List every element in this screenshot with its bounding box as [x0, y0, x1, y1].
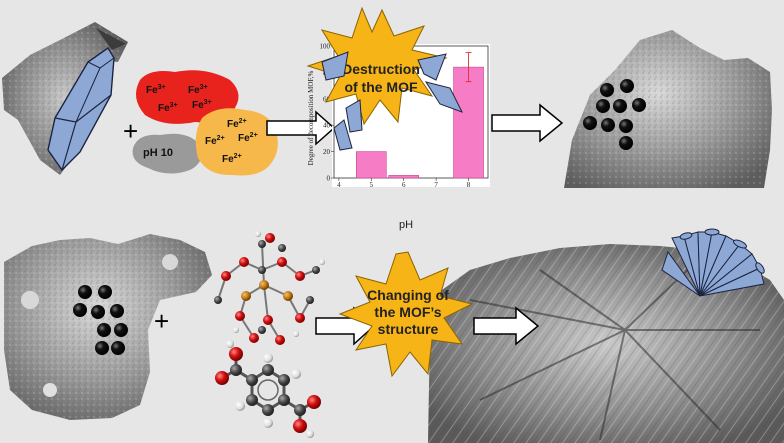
chart-y-tick-label: 40 — [323, 122, 331, 130]
nanoparticle — [601, 118, 615, 132]
fe2-charge: 2+ — [234, 153, 242, 160]
ph-value-label: pH 10 — [143, 147, 173, 159]
fe3-charge: 3+ — [170, 102, 178, 109]
fe3-ion-label: Fe — [146, 85, 158, 96]
nanoparticle — [95, 341, 109, 355]
sem-destroyed-mof-image — [564, 30, 772, 188]
nanoparticle — [91, 305, 105, 319]
nanoparticle — [98, 285, 112, 299]
fe3-ion-label: Fe — [158, 103, 170, 114]
plus-sign-top: + — [123, 116, 138, 146]
nanoparticle — [110, 304, 124, 318]
nanoparticle — [111, 341, 125, 355]
chart-x-tick-label: 8 — [467, 181, 471, 189]
chart-error-bar — [465, 52, 472, 83]
fe3-ion-blob: Fe3+ Fe3+ Fe3+ Fe3+ — [136, 70, 239, 124]
burst-destruction-line-2: of the MOF — [344, 79, 418, 95]
nanoparticle-cluster-top — [583, 79, 646, 150]
fe3-charge: 3+ — [204, 99, 212, 106]
svg-text:Fe2+: Fe2+ — [227, 118, 247, 130]
fe2-charge: 2+ — [239, 118, 247, 125]
svg-text:Fe2+: Fe2+ — [238, 132, 258, 144]
broken-crystal-shards — [321, 51, 464, 151]
plus-sign-bottom: + — [154, 306, 169, 336]
svg-text:Fe3+: Fe3+ — [146, 84, 166, 96]
fe2-charge: 2+ — [250, 132, 258, 139]
nanoparticle — [583, 116, 597, 130]
chart-x-tick-label: 5 — [370, 181, 374, 189]
chart-x-tick-label: 6 — [402, 181, 406, 189]
burst-destruction-line-1: Destruction — [342, 61, 420, 77]
burst-changing-line-3: structure — [378, 321, 439, 337]
burst-changing-line-1: Changing of — [367, 287, 449, 303]
svg-text:Fe3+: Fe3+ — [192, 99, 212, 111]
fe2-ion-blob: Fe2+ Fe2+ Fe2+ Fe2+ — [195, 108, 278, 176]
nanoparticle — [114, 323, 128, 337]
nanoparticle — [613, 99, 627, 113]
nanoparticle-cluster-bottom — [73, 285, 128, 355]
fe3-ion-label: Fe — [188, 85, 200, 96]
chart-y-tick-label: 60 — [323, 95, 331, 103]
chart-x-axis-title: pH — [399, 219, 413, 231]
fe3-charge: 3+ — [200, 84, 208, 91]
chart-bar — [453, 66, 484, 179]
nanoparticle — [97, 323, 111, 337]
nanoparticle — [600, 83, 614, 97]
chart-bar — [388, 175, 420, 179]
fe2-ion-label: Fe — [227, 119, 239, 130]
chart-y-axis-title: Degree of decomposition MOF,% — [307, 70, 315, 165]
nanoparticle — [632, 98, 646, 112]
svg-text:Fe3+: Fe3+ — [158, 102, 178, 114]
fe3-ion-label: Fe — [192, 100, 204, 111]
nanoparticle — [78, 285, 92, 299]
ph-blob: pH 10 — [132, 133, 202, 174]
fe2-ion-label: Fe — [205, 136, 217, 147]
sem-changed-mof-image — [428, 244, 784, 443]
nanoparticle — [619, 119, 633, 133]
svg-text:Fe2+: Fe2+ — [205, 135, 225, 147]
fe2-ion-label: Fe — [238, 133, 250, 144]
iron-oxo-cluster-molecule — [214, 231, 325, 345]
fe2-ion-label: Fe — [222, 154, 234, 165]
chart-y-tick-label: 20 — [323, 148, 331, 156]
chart-y-tick-label: 100 — [320, 43, 331, 51]
fe3-charge: 3+ — [158, 84, 166, 91]
reaction-arrow-4 — [473, 306, 540, 346]
burst-destruction: Destruction of the MOF — [306, 6, 448, 126]
chart-x-tick-label: 4 — [337, 181, 341, 189]
fan-shaped-crystal-icon — [661, 228, 765, 297]
nanoparticle — [596, 99, 610, 113]
reaction-arrow-2 — [491, 103, 564, 143]
terephthalic-acid-molecule — [215, 340, 321, 438]
chart-x-tick-label: 7 — [434, 181, 438, 189]
reaction-arrow-1 — [266, 110, 336, 146]
chart-y-tick-label: 0 — [327, 175, 331, 183]
nanoparticle — [619, 136, 633, 150]
fe2-charge: 2+ — [217, 135, 225, 142]
svg-text:Fe2+: Fe2+ — [222, 153, 242, 165]
nanoparticle — [620, 79, 634, 93]
nanoparticle — [73, 303, 87, 317]
burst-changing-line-2: the MOF’s — [374, 304, 441, 320]
chart-bar — [355, 151, 387, 179]
svg-text:Fe3+: Fe3+ — [188, 84, 208, 96]
mof-crystal-icon — [47, 46, 115, 172]
burst-changing-structure: Changing of the MOF’s structure — [338, 251, 474, 378]
